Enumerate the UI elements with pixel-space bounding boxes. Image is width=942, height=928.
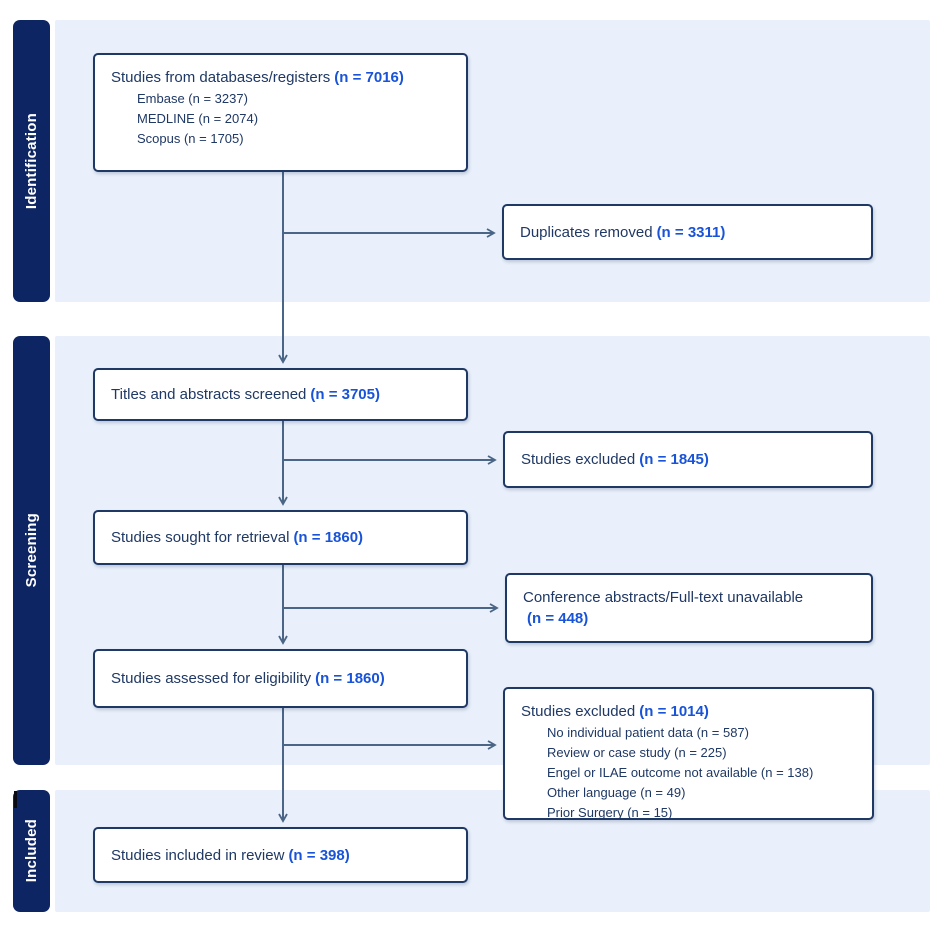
sub-item: Prior Surgery (n = 15) bbox=[547, 805, 673, 820]
box-titles-screened: Titles and abstracts screened(n = 3705) bbox=[93, 368, 468, 421]
box-count: (n = 3705) bbox=[310, 386, 380, 403]
box-label: Titles and abstracts screened bbox=[111, 386, 307, 403]
box-included-title: Studies included in review(n = 398) bbox=[111, 845, 456, 866]
sub-item: Other language (n = 49) bbox=[547, 785, 686, 800]
sub-item: No individual patient data (n = 587) bbox=[547, 725, 749, 740]
databases-sub-list: Embase (n = 3237) MEDLINE (n = 2074) Scopu… bbox=[111, 89, 456, 149]
box-databases-title: Studies from databases/registers(n = 701… bbox=[111, 67, 456, 88]
box-count: (n = 1860) bbox=[293, 529, 364, 546]
sub-item: Scopus (n = 1705) bbox=[137, 131, 244, 146]
sub-item: Review or case study (n = 225) bbox=[547, 745, 727, 760]
box-titles-title: Titles and abstracts screened(n = 3705) bbox=[111, 384, 456, 405]
box-label: Studies included in review bbox=[111, 846, 285, 864]
box-conference: Conference abstracts/Full-text unavailab… bbox=[505, 573, 873, 643]
sidebar-identification: Identification bbox=[13, 20, 50, 302]
box-eligibility: Studies assessed for eligibility(n = 186… bbox=[93, 649, 468, 708]
box-duplicates: Duplicates removed(n = 3311) bbox=[502, 204, 873, 260]
box-label: Studies excluded bbox=[521, 703, 636, 720]
box-excluded-eligibility-title: Studies excluded(n = 1014) bbox=[521, 701, 862, 722]
box-label: Studies excluded bbox=[521, 451, 636, 468]
box-retrieval-title: Studies sought for retrieval(n = 1860) bbox=[111, 527, 456, 548]
sub-item: MEDLINE (n = 2074) bbox=[137, 111, 259, 126]
box-retrieval: Studies sought for retrieval(n = 1860) bbox=[93, 510, 468, 565]
box-count: (n = 398) bbox=[288, 846, 350, 864]
box-eligibility-title: Studies assessed for eligibility(n = 186… bbox=[111, 668, 456, 689]
box-label: Duplicates removed bbox=[520, 223, 653, 241]
box-label: Conference abstracts/Full-text unavailab… bbox=[523, 589, 804, 606]
box-count: (n = 7016) bbox=[334, 69, 404, 86]
box-label: Studies from databases/registers bbox=[111, 69, 331, 86]
box-label: Studies sought for retrieval bbox=[111, 529, 290, 546]
box-excluded-screening-title: Studies excluded(n = 1845) bbox=[521, 449, 861, 470]
box-count: (n = 1860) bbox=[315, 670, 385, 687]
box-count: (n = 1845) bbox=[639, 451, 709, 468]
sidebar-included: Included bbox=[13, 790, 50, 912]
box-included: Studies included in review(n = 398) bbox=[93, 827, 468, 883]
box-excluded-eligibility: Studies excluded(n = 1014) No individual… bbox=[503, 687, 874, 820]
excluded-eligibility-sub-list: No individual patient data (n = 587) Revi… bbox=[521, 723, 862, 823]
box-duplicates-title: Duplicates removed(n = 3311) bbox=[520, 222, 861, 243]
box-label: Studies assessed for eligibility bbox=[111, 670, 312, 687]
box-conference-title: Conference abstracts/Full-text unavailab… bbox=[523, 587, 861, 608]
box-databases: Studies from databases/registers(n = 701… bbox=[93, 53, 468, 172]
sidebar-screening: Screening bbox=[13, 336, 50, 765]
sub-item: Engel or ILAE outcome not available (n =… bbox=[547, 765, 814, 780]
stray-mark bbox=[14, 791, 17, 808]
box-count: (n = 448) bbox=[527, 610, 589, 627]
box-count: (n = 1014) bbox=[639, 703, 709, 720]
sub-item: Embase (n = 3237) bbox=[137, 91, 248, 106]
box-count: (n = 3311) bbox=[656, 223, 726, 241]
box-excluded-screening: Studies excluded(n = 1845) bbox=[503, 431, 873, 488]
